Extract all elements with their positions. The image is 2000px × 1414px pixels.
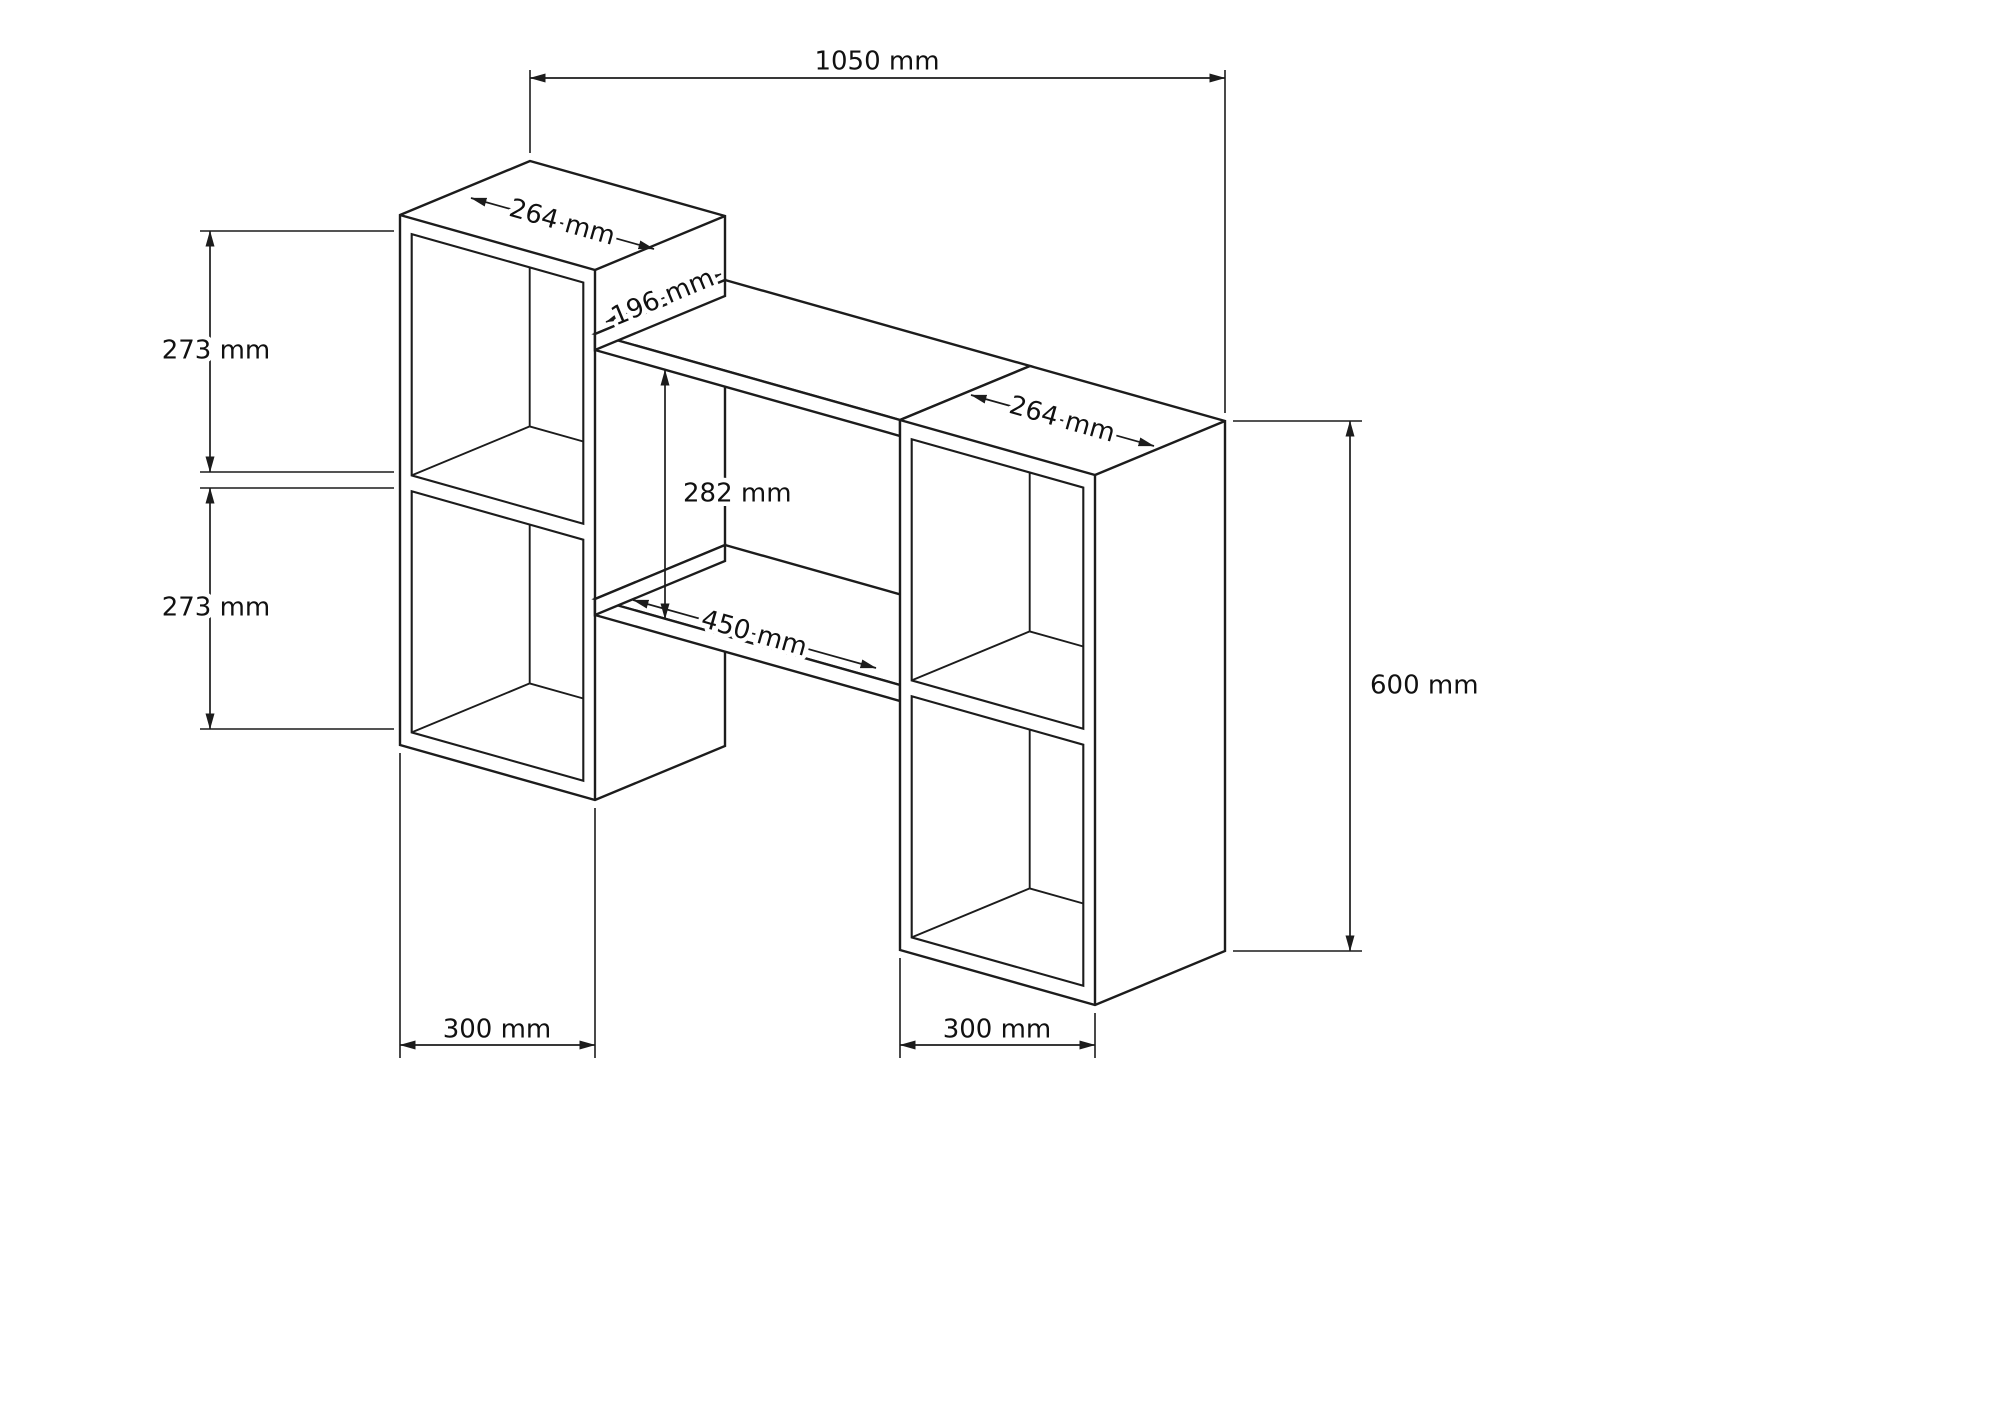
left-unit-upper-interior-lines xyxy=(411,267,584,477)
dimension-line xyxy=(470,197,655,250)
dim-label-shelf-gap: 282 mm xyxy=(683,479,792,509)
right-unit-front-top-edge xyxy=(899,418,1096,477)
left-unit-lower-opening xyxy=(410,489,585,783)
dimension-upper-section-height: 273 mm xyxy=(157,230,394,473)
dimension-line xyxy=(605,273,722,323)
dim-label-upper-section: 273 mm xyxy=(162,336,271,366)
left-unit-top-right-edge xyxy=(594,214,726,272)
left-shelf-unit xyxy=(398,159,727,802)
lower-shelf-end-cap xyxy=(593,543,727,617)
right-unit-lower-interior-lines xyxy=(911,729,1084,939)
dim-label-lower-section: 273 mm xyxy=(162,593,271,623)
dim-label-right-unit-width: 300 mm xyxy=(943,1015,1052,1045)
dimension-shelf-gap: 282 mm xyxy=(660,369,796,620)
dimension-line xyxy=(970,394,1155,447)
dimension-overall-height: 600 mm xyxy=(1233,420,1483,952)
right-unit-top-right-edge xyxy=(1094,419,1226,477)
right-unit-upper-opening xyxy=(910,437,1085,731)
dim-label-left-unit-width: 300 mm xyxy=(443,1015,552,1045)
dim-label-overall-height: 600 mm xyxy=(1370,671,1479,701)
left-unit-lower-interior-lines xyxy=(411,524,584,734)
dim-label-overall-width: 1050 mm xyxy=(814,47,939,77)
right-unit-upper-interior-lines xyxy=(911,472,1084,682)
dimension-overall-width: 1050 mm xyxy=(529,42,1226,413)
left-unit-upper-opening xyxy=(410,232,585,526)
dimension-right-unit-width: 300 mm xyxy=(899,958,1096,1058)
dimension-line xyxy=(632,599,877,669)
dimension-lower-section-height: 273 mm xyxy=(157,487,394,730)
dimension-left-unit-width: 300 mm xyxy=(399,753,596,1058)
right-shelf-unit xyxy=(898,364,1227,1007)
right-unit-lower-opening xyxy=(910,694,1085,988)
